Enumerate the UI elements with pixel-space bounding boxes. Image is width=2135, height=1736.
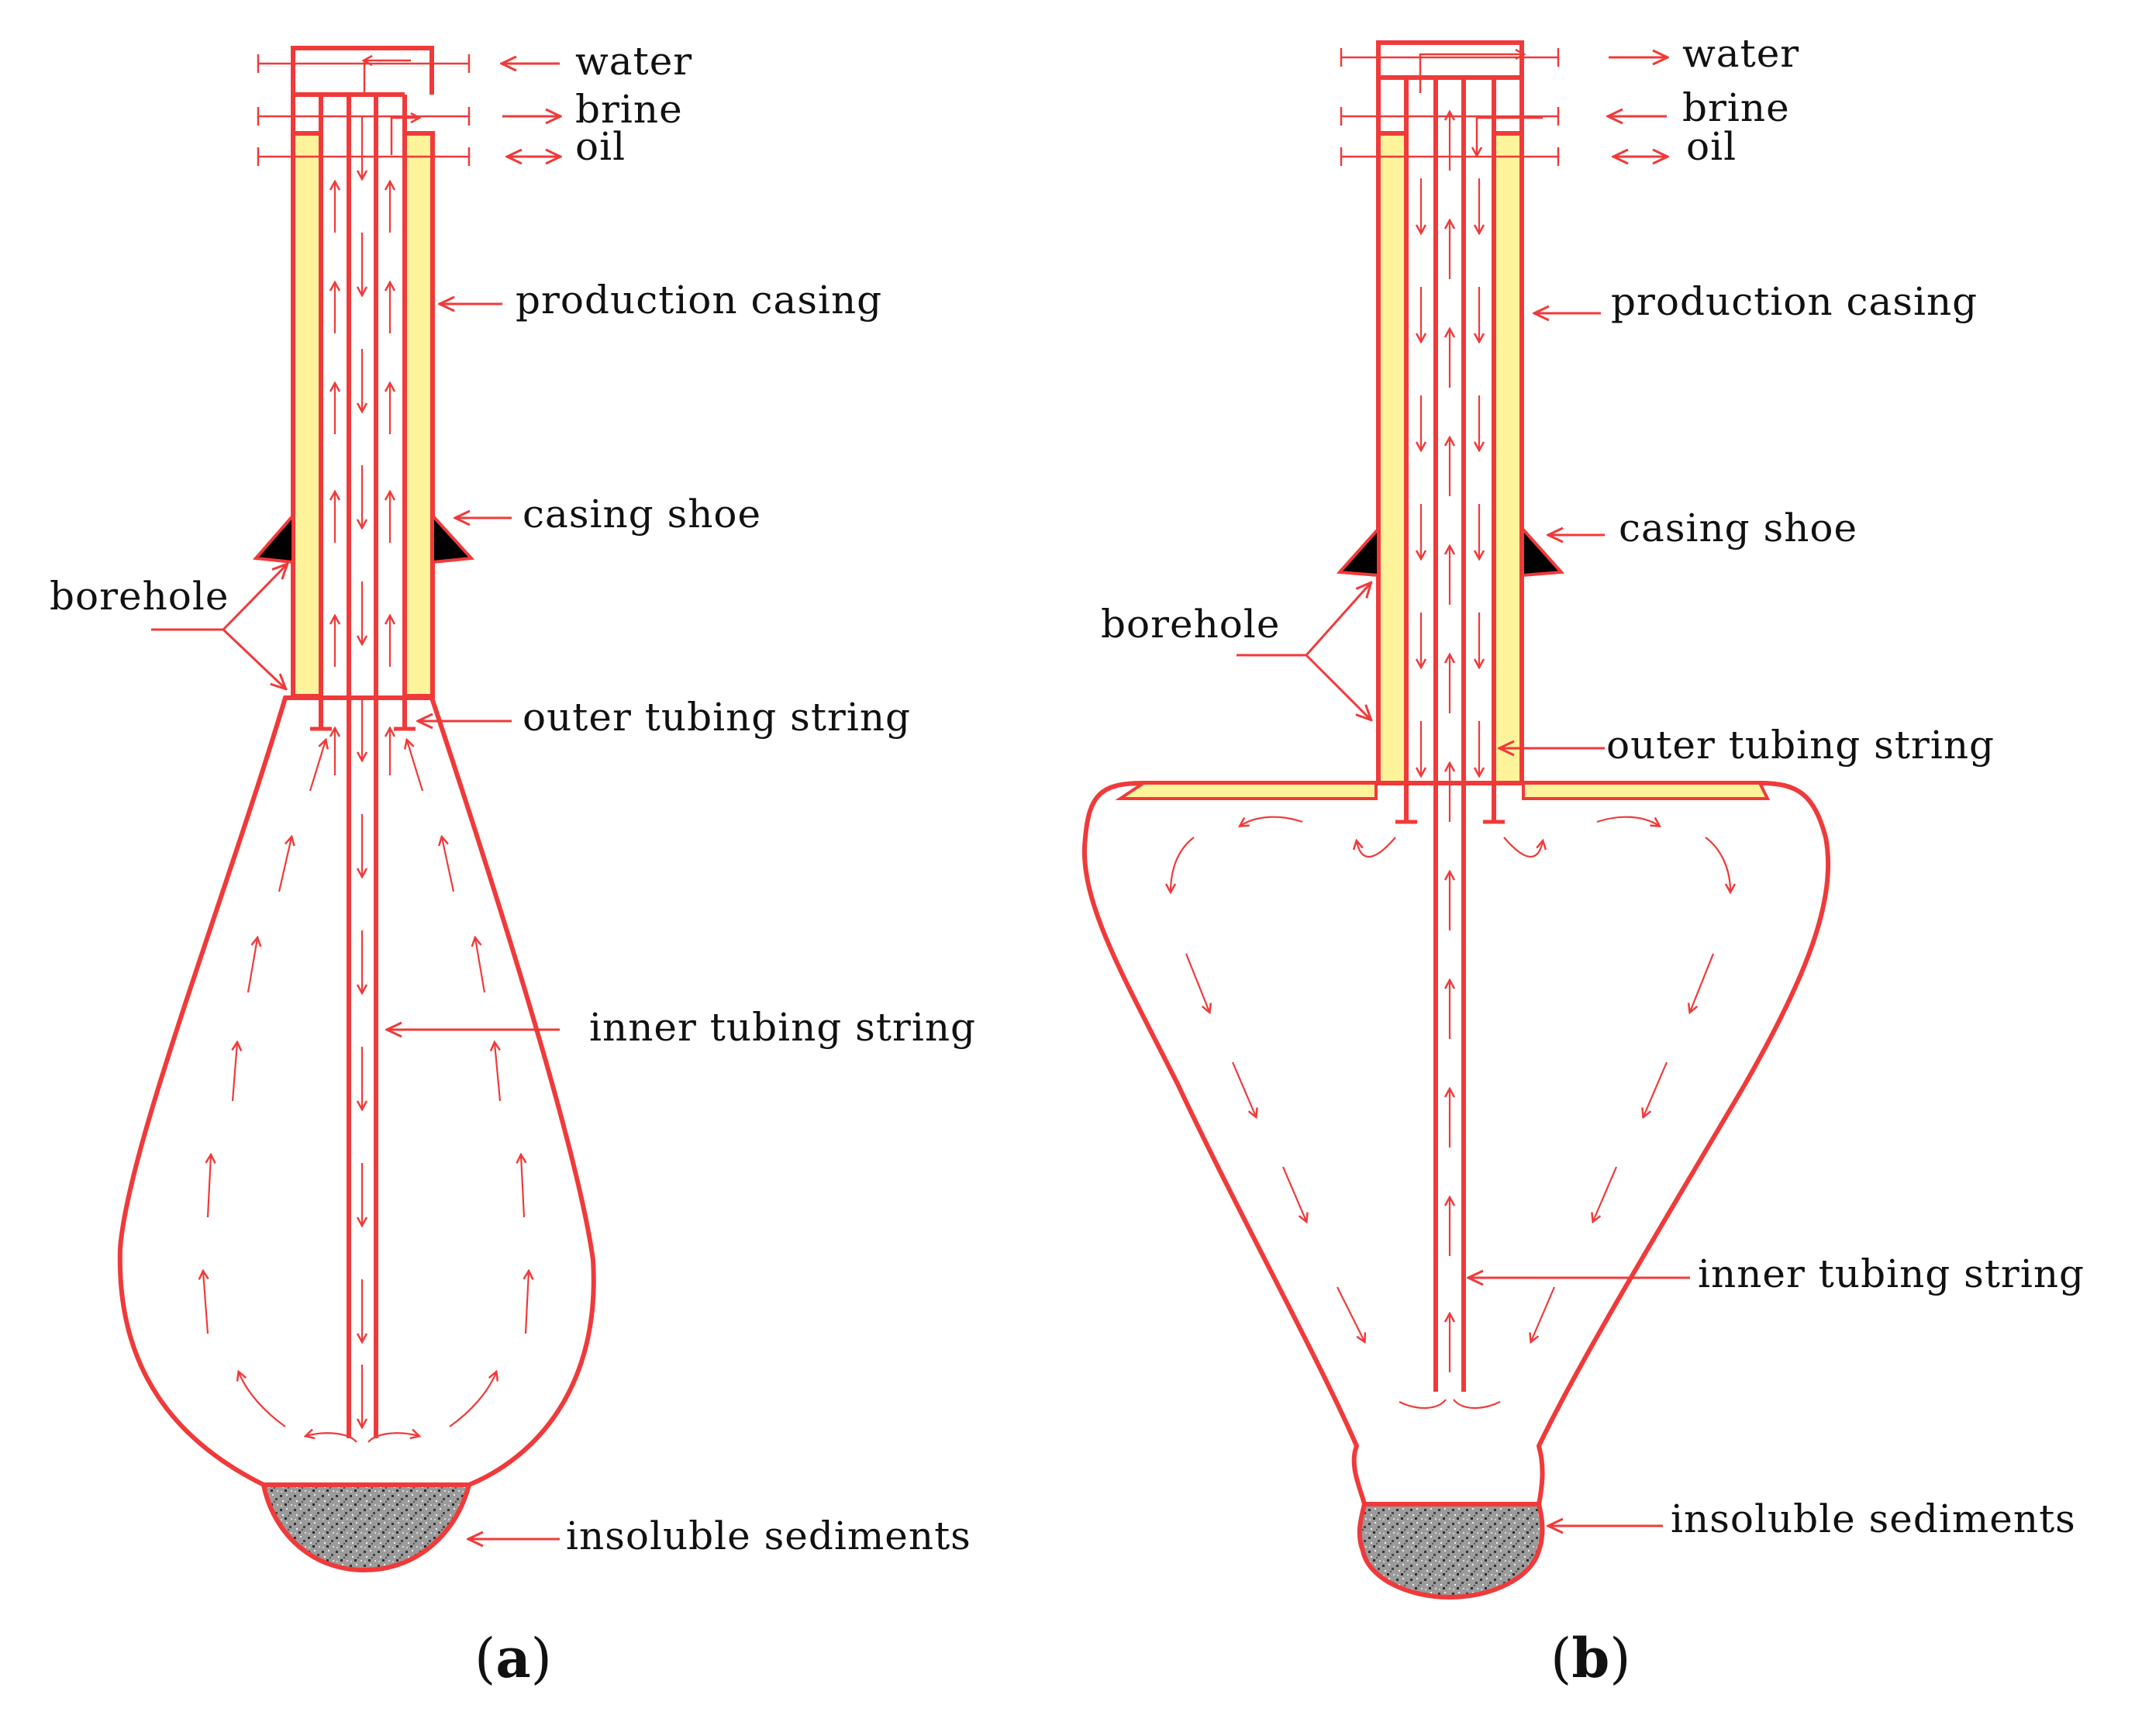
wellhead	[291, 46, 434, 95]
production-casing-left	[1376, 131, 1409, 785]
label-pointers	[1237, 57, 1690, 1526]
annulus-flow	[335, 182, 390, 775]
casing-shoe-right	[431, 511, 475, 564]
label-borehole: borehole	[50, 574, 229, 619]
annulus-flow	[1421, 178, 1479, 775]
panel-a: water brine oil production casing casing…	[50, 39, 976, 1690]
label-inner-tubing: inner tubing string	[1698, 1251, 2085, 1296]
panel-b: water brine oil production casing casing…	[1081, 31, 2085, 1690]
casing-shoe-left	[252, 511, 295, 564]
label-borehole: borehole	[1101, 602, 1281, 647]
insoluble-sediments	[260, 1482, 472, 1573]
label-brine: brine	[1682, 85, 1790, 130]
caption-b: (b)	[1550, 1626, 1631, 1690]
cavern-outline	[1081, 781, 1831, 1506]
water-inlet-arrow	[1419, 54, 1523, 93]
label-casing-shoe: casing shoe	[523, 492, 761, 537]
label-outer-tubing: outer tubing string	[523, 695, 911, 740]
production-casing-right	[402, 131, 435, 699]
cavern-flow	[1171, 816, 1730, 1410]
cavern-outline	[117, 695, 596, 1487]
label-production-casing: production casing	[1611, 279, 1978, 324]
label-oil: oil	[575, 124, 626, 169]
label-production-casing: production casing	[516, 278, 882, 323]
label-water: water	[575, 39, 692, 84]
insoluble-sediments	[1357, 1502, 1545, 1600]
production-casing-left	[291, 131, 323, 699]
roof-blanket	[1115, 782, 1771, 800]
casing-shoe-right	[1521, 524, 1565, 578]
outer-tubing-string	[1376, 75, 1524, 822]
label-sediments: insoluble sediments	[1671, 1496, 2076, 1541]
production-casing-right	[1492, 131, 1524, 785]
casing-shoe-left	[1336, 524, 1380, 578]
inner-tubing-string	[1433, 78, 1466, 1392]
cavern-flow	[203, 740, 529, 1443]
outer-tubing-string	[291, 92, 407, 729]
inner-tubing-string	[347, 95, 378, 1438]
caption-a: (a)	[474, 1626, 552, 1690]
label-outer-tubing: outer tubing string	[1606, 723, 1995, 768]
label-pointers	[151, 64, 560, 1539]
label-inner-tubing: inner tubing string	[589, 1005, 976, 1050]
label-casing-shoe: casing shoe	[1619, 506, 1857, 550]
label-brine: brine	[575, 87, 683, 132]
label-water: water	[1682, 31, 1799, 76]
brine-outlet-arrow	[1477, 116, 1543, 155]
label-sediments: insoluble sediments	[566, 1513, 971, 1558]
brine-outlet-arrow	[390, 118, 419, 155]
wellhead	[1376, 40, 1524, 78]
wellhead-dimension-lines	[257, 54, 471, 166]
label-oil: oil	[1686, 124, 1737, 169]
